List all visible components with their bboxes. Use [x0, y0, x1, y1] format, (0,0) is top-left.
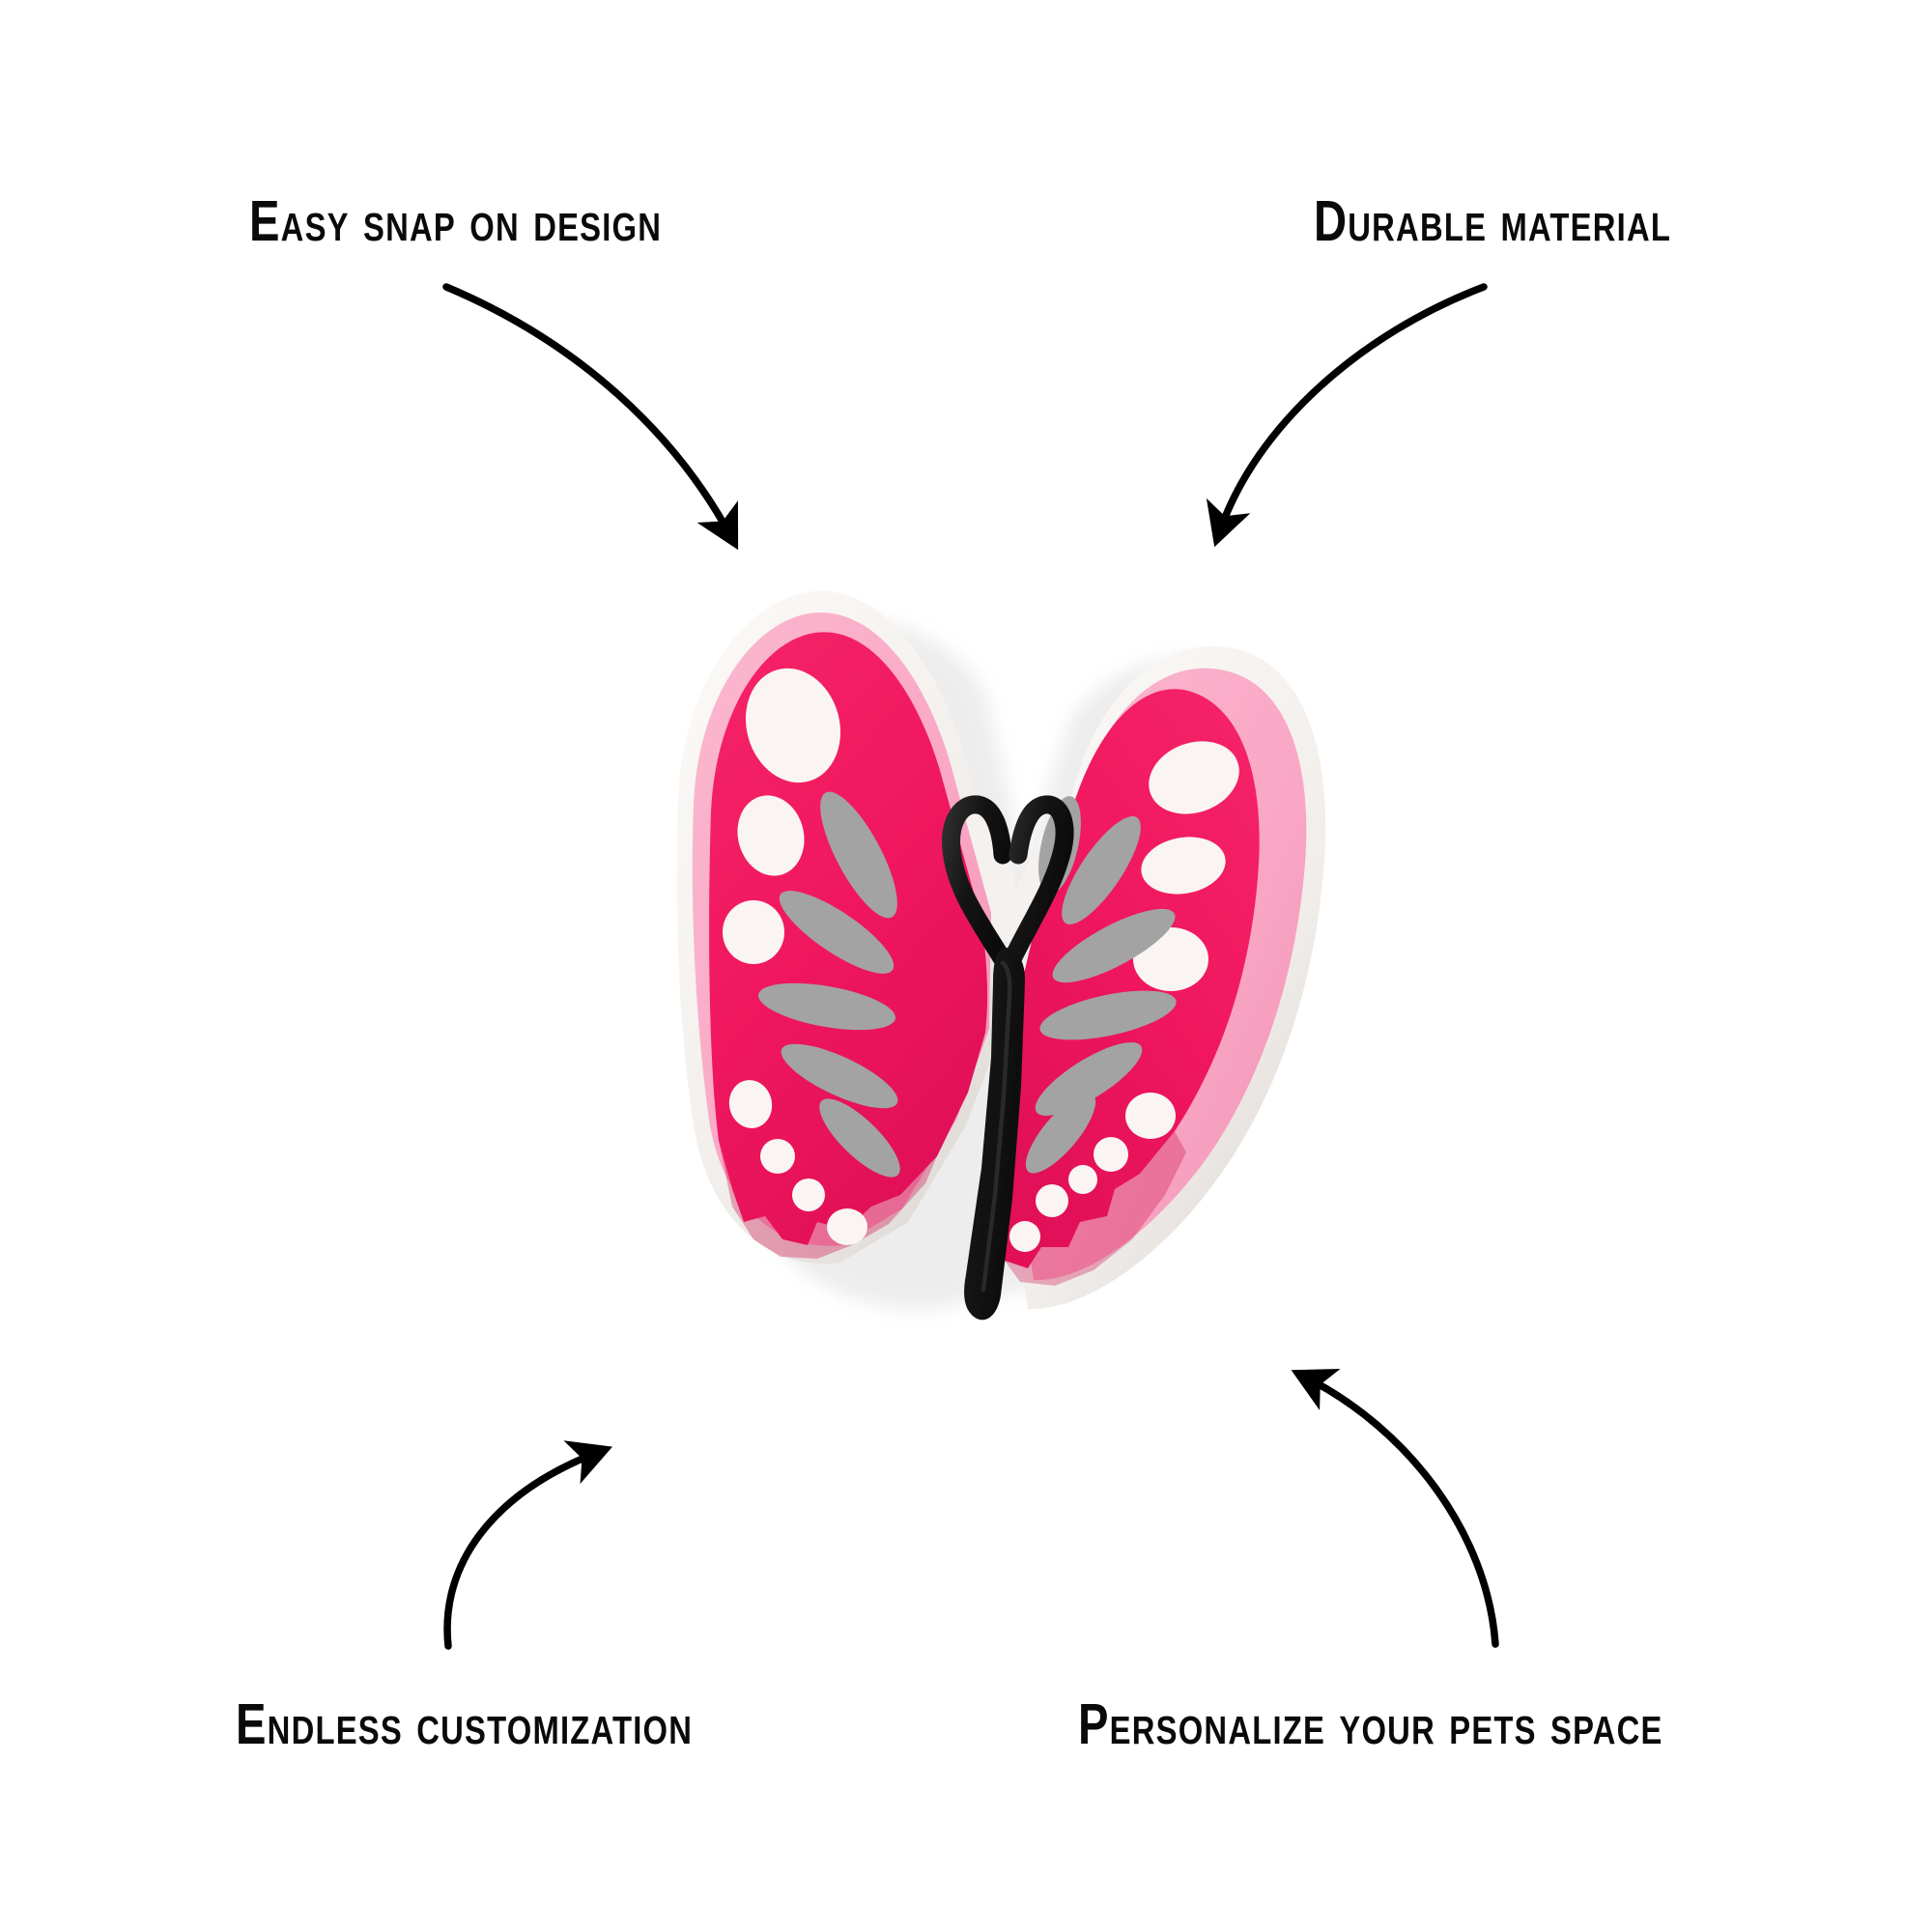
butterfly-left-wing-hot-pink	[709, 632, 988, 1259]
arrow-top-right	[1206, 283, 1488, 548]
product-image-butterfly-charm	[618, 546, 1372, 1357]
butterfly-charm-illustration	[676, 590, 1326, 1321]
callout-label-personalize-your-pets-space: Personalize your pets space	[1078, 1692, 1663, 1756]
callout-label-durable-material: Durable material	[1314, 189, 1672, 253]
arrow-bottom-left	[443, 1440, 613, 1650]
left-wing-gray-markings	[758, 791, 900, 1178]
callout-label-easy-snap-on-design: Easy snap on design	[249, 189, 663, 253]
butterfly-right-wing-hot-pink	[1003, 689, 1260, 1286]
arrow-top-left	[442, 283, 739, 551]
right-wing-white-markings	[1009, 741, 1239, 1252]
callout-label-endless-customization: Endless customization	[236, 1692, 694, 1756]
arrow-bottom-right	[1291, 1368, 1499, 1648]
left-wing-white-markings	[723, 668, 867, 1245]
butterfly-body-and-antennae	[942, 795, 1074, 1321]
